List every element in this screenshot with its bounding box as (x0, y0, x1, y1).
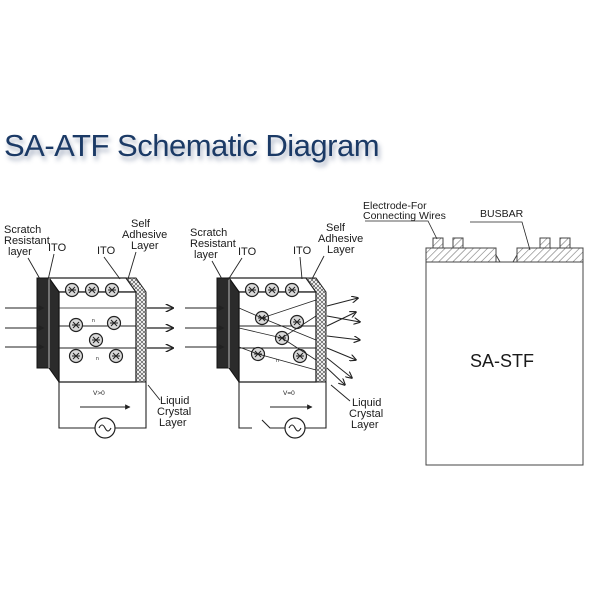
molecule-label: n (92, 318, 95, 324)
molecule-label: n (276, 358, 279, 364)
molecule-label: n (96, 356, 99, 362)
ito-label: ITO (48, 242, 67, 254)
panel-name: SA-STF (470, 351, 534, 371)
cell-voltage-on: n n V>0 Scratch Resistant layer (4, 218, 194, 439)
ito-label: ITO (238, 246, 257, 258)
scratch-label: Scratch Resistant layer (190, 227, 239, 261)
busbar-label: BUSBAR (480, 208, 524, 220)
self-adhesive-label: Self Adhesive Layer (318, 222, 366, 256)
sa-stf-panel: Electrode-For Connecting Wires BUSBAR SA… (363, 200, 584, 466)
electrode-label: Electrode-For Connecting Wires (363, 200, 446, 222)
ito-label: ITO (293, 245, 312, 257)
ito-label: ITO (97, 245, 116, 257)
voltage-off-label: V=0 (283, 390, 295, 397)
self-adhesive-label: Self Adhesive Layer (122, 218, 170, 252)
voltage-on-label: V>0 (93, 390, 105, 397)
liquid-crystal-label: Liquid Crystal Layer (349, 397, 386, 431)
cell-voltage-off: n V=0 Scratch Resistant (185, 222, 386, 439)
scratch-label: Scratch Resistant layer (4, 224, 53, 258)
liquid-crystal-label: Liquid Crystal Layer (157, 395, 194, 429)
page-title: SA-ATF Schematic Diagram (4, 128, 380, 163)
